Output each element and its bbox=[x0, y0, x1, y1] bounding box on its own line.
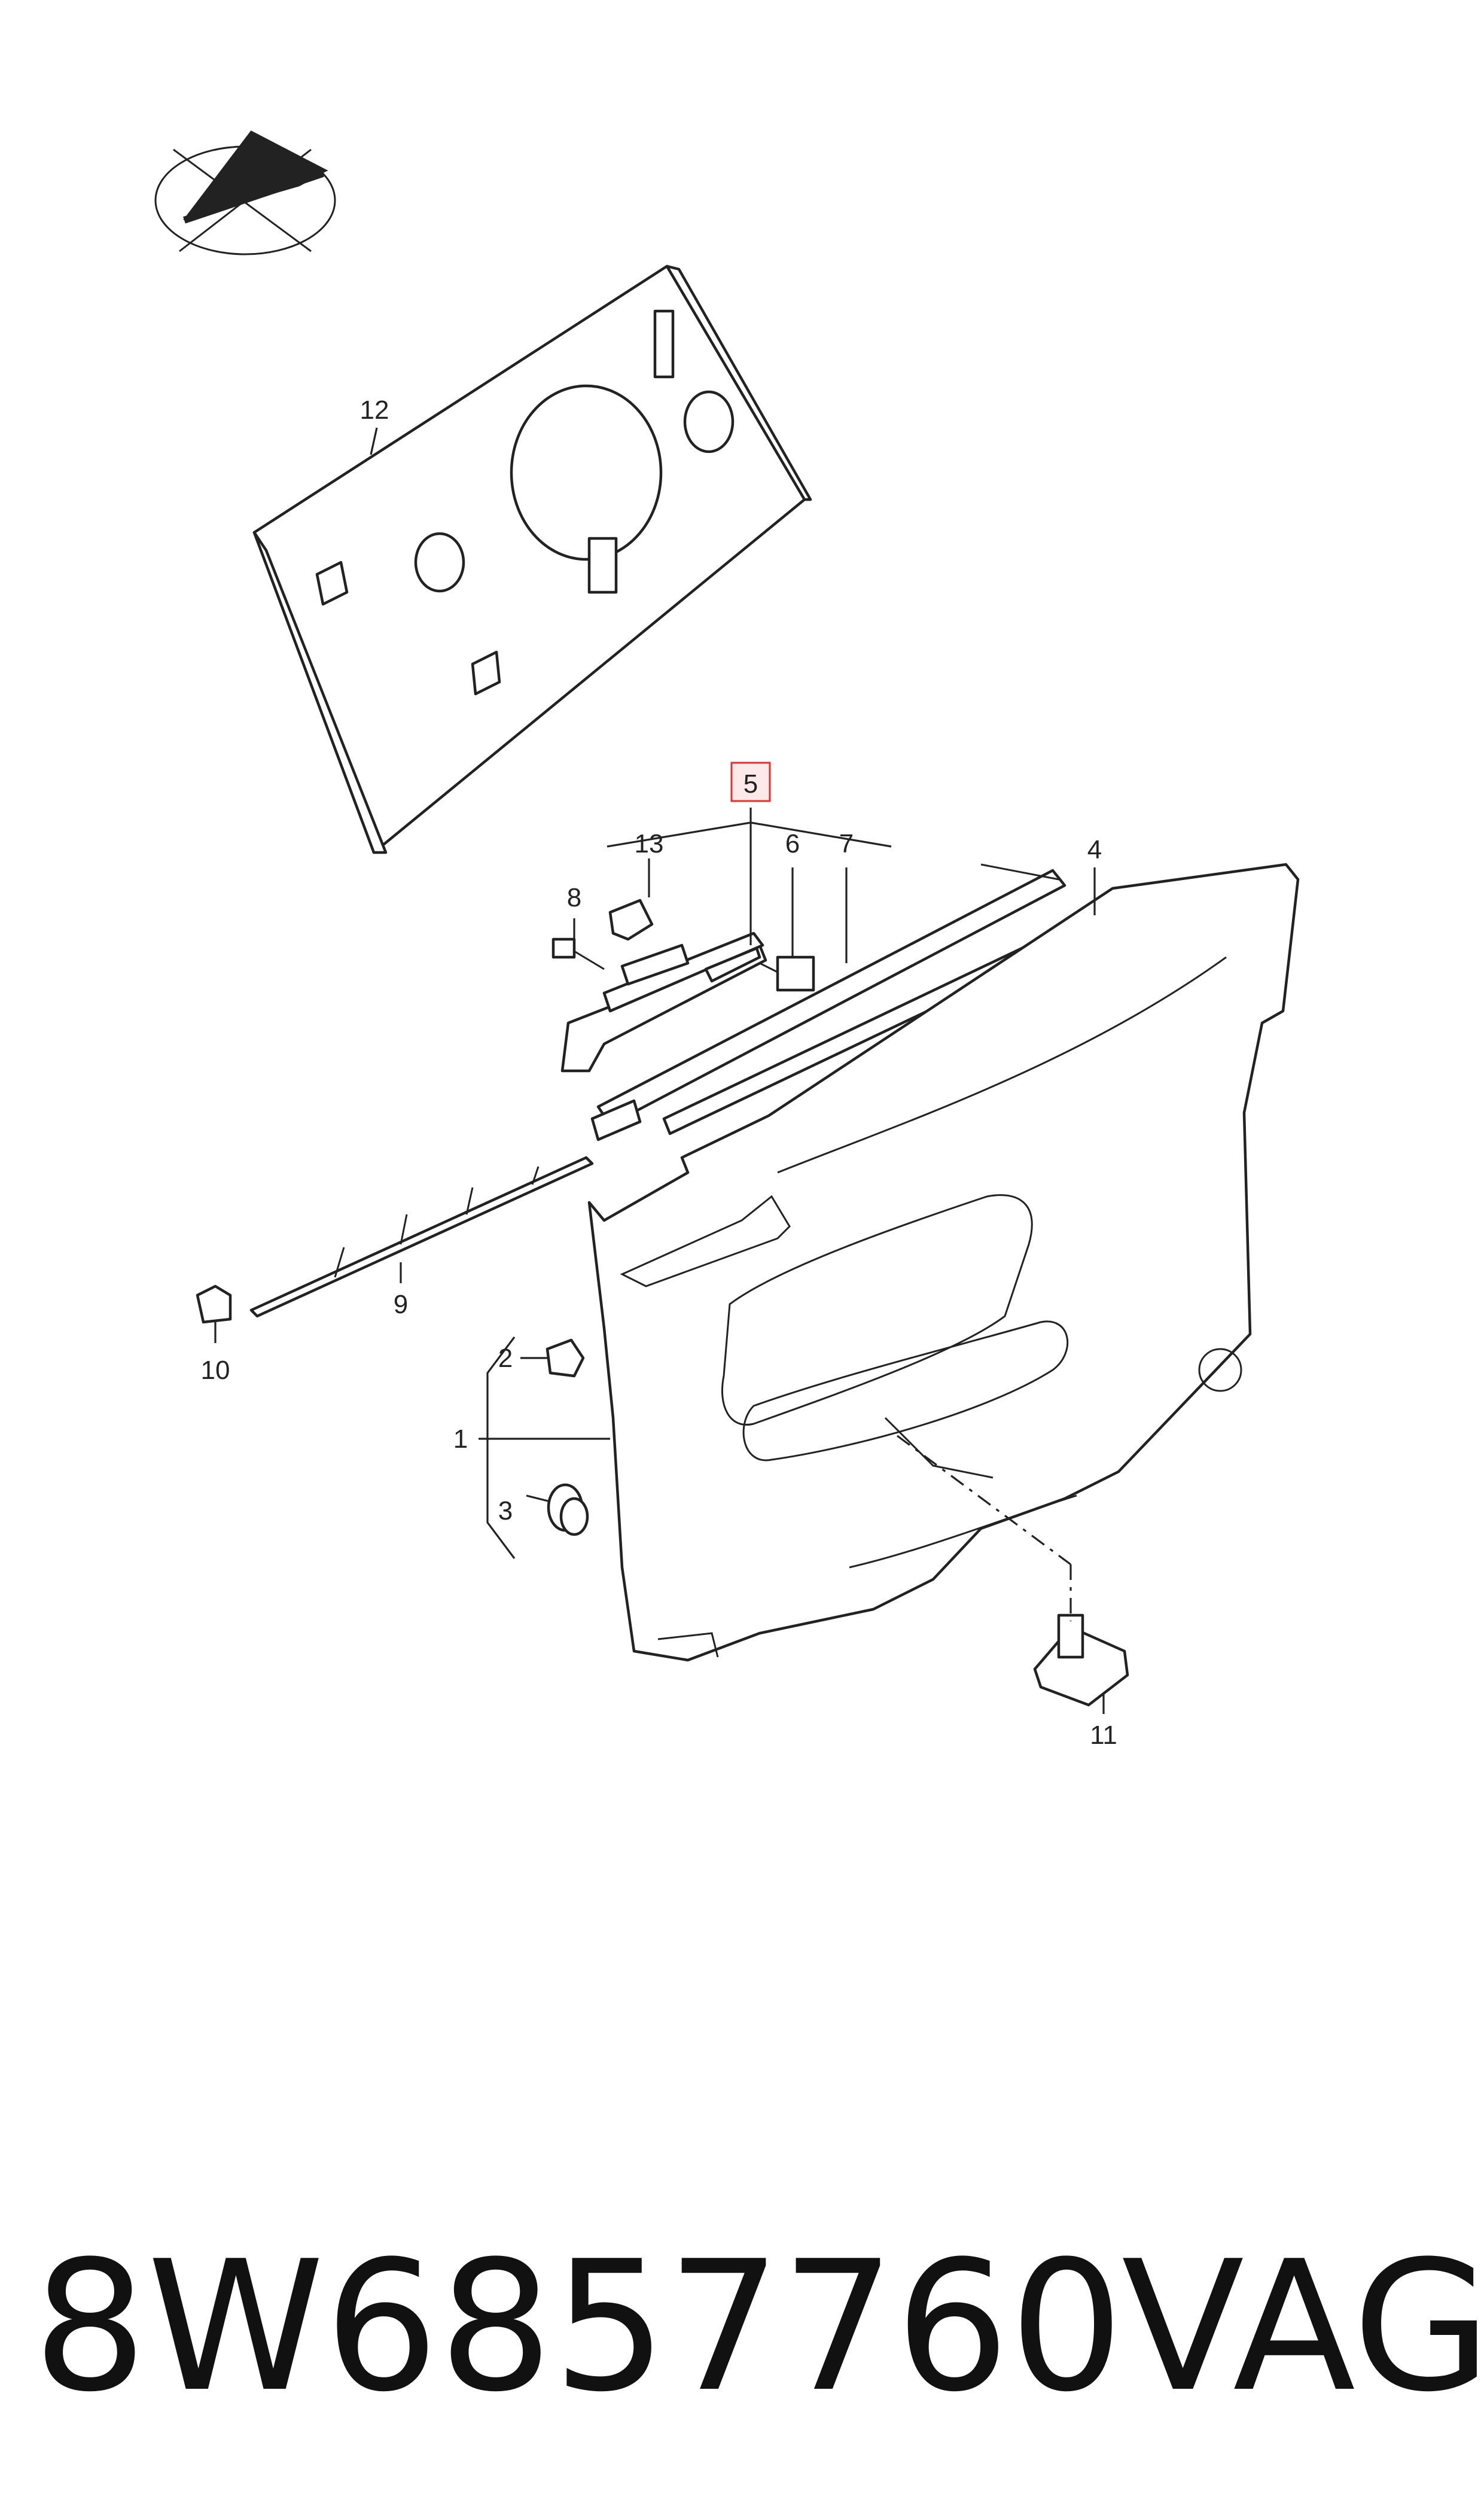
footer: 8W6857760 VAG bbox=[0, 2213, 1484, 2441]
clip-part-2 bbox=[520, 1338, 585, 1378]
callout-9: 9 bbox=[394, 1290, 408, 1319]
callout-labels: 12 5 13 6 7 4 8 9 10 2 1 3 11 bbox=[201, 395, 1117, 1750]
callout-5: 5 bbox=[743, 769, 758, 799]
highlight-box-5 bbox=[730, 762, 771, 802]
bracket-part-11 bbox=[1033, 1613, 1129, 1707]
connector-part-6 bbox=[759, 955, 815, 992]
callout-3: 3 bbox=[498, 1496, 513, 1526]
callout-1: 1 bbox=[453, 1424, 468, 1454]
callout-8: 8 bbox=[567, 883, 581, 912]
callout-12: 12 bbox=[360, 395, 389, 425]
guide-rail-part-5 bbox=[560, 931, 767, 1073]
callout-4: 4 bbox=[1087, 835, 1102, 864]
clip-part-13 bbox=[608, 899, 654, 941]
rivet-part-3 bbox=[526, 1483, 589, 1536]
callout-11: 11 bbox=[1090, 1721, 1117, 1750]
callout-10: 10 bbox=[201, 1356, 230, 1385]
door-trim-panel-part-1 bbox=[587, 863, 1300, 1662]
callout-6: 6 bbox=[785, 829, 800, 858]
parts-diagram: 12 5 13 6 7 4 8 9 10 2 1 3 11 bbox=[154, 130, 1300, 1750]
brand-name: VAG bbox=[1122, 2222, 1484, 2431]
trim-strip-part-9 bbox=[249, 1156, 594, 1318]
callout-7: 7 bbox=[839, 829, 854, 858]
callout-13: 13 bbox=[635, 829, 664, 858]
clip-part-10 bbox=[196, 1284, 232, 1324]
part-number: 8W6857760 bbox=[33, 2222, 1124, 2431]
insulation-panel-part-12 bbox=[252, 264, 812, 854]
callout-2: 2 bbox=[498, 1344, 513, 1373]
vehicle-orientation-icon bbox=[154, 130, 336, 255]
screw-part-8 bbox=[551, 937, 605, 970]
leader-lines bbox=[214, 427, 1105, 1714]
